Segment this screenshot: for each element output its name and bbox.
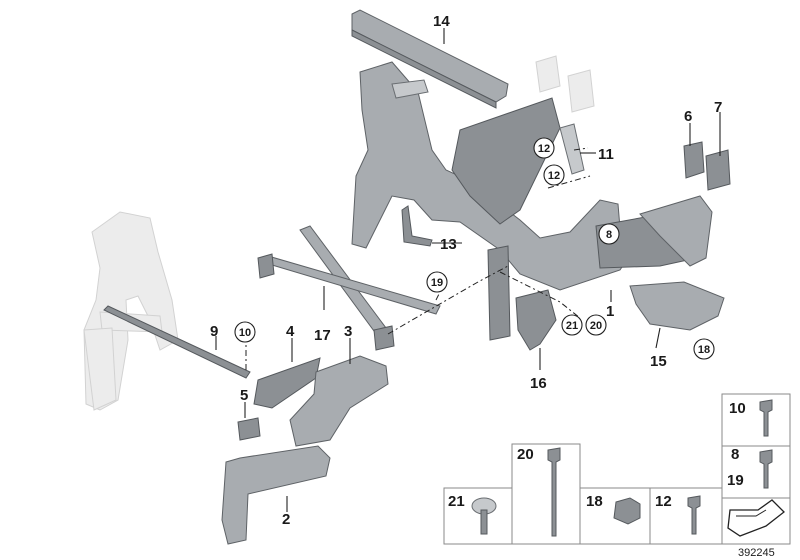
svg-text:21: 21 <box>448 493 465 510</box>
callout-4: 4 <box>286 323 295 340</box>
svg-text:20: 20 <box>517 446 534 463</box>
svg-text:8: 8 <box>606 229 612 241</box>
legend-21: 21 <box>448 493 497 535</box>
alignment-lines <box>245 147 591 370</box>
parts-6-7-plates <box>683 141 731 191</box>
fastener-legend: 10 8 19 20 21 18 12 <box>443 393 791 545</box>
callout-9: 9 <box>210 323 218 340</box>
svg-text:12: 12 <box>655 493 672 510</box>
callout-circle-19: 19 <box>426 271 448 293</box>
part-16-bracket <box>515 289 557 351</box>
svg-text:12: 12 <box>548 170 560 182</box>
part-3-bracket <box>289 355 389 447</box>
part-1-front-frame <box>351 61 713 341</box>
part-15-shield <box>629 281 725 331</box>
svg-text:18: 18 <box>586 493 603 510</box>
svg-text:21: 21 <box>566 320 578 332</box>
callout-3: 3 <box>344 323 352 340</box>
document-number: 392245 <box>738 547 775 559</box>
callout-14: 14 <box>433 13 450 30</box>
callout-circle-12b: 12 <box>543 164 565 186</box>
small-bracket-pieces <box>535 55 595 113</box>
part-13-clip <box>401 205 433 247</box>
svg-text:20: 20 <box>590 320 602 332</box>
legend-12: 12 <box>655 493 701 535</box>
callout-1: 1 <box>606 303 614 320</box>
svg-text:8: 8 <box>731 446 739 463</box>
part-9-strut <box>103 305 251 379</box>
callout-circle-12a: 12 <box>533 137 555 159</box>
svg-text:19: 19 <box>727 472 744 489</box>
svg-text:10: 10 <box>239 327 251 339</box>
svg-text:12: 12 <box>538 143 550 155</box>
callout-2: 2 <box>282 511 290 528</box>
callout-circle-8: 8 <box>598 223 620 245</box>
callout-11: 11 <box>598 146 614 163</box>
legend-20: 20 <box>517 446 561 537</box>
svg-text:10: 10 <box>729 400 746 417</box>
legend-10: 10 <box>729 399 773 437</box>
part-5-block <box>237 417 261 441</box>
ghost-front-structure <box>83 211 179 411</box>
part-4-plate <box>253 357 321 409</box>
callout-6: 6 <box>684 108 692 125</box>
callout-numbers: 14 6 7 11 13 17 9 4 3 5 2 1 16 15 <box>210 13 722 528</box>
callout-5: 5 <box>240 387 248 404</box>
leader-lines <box>215 28 721 512</box>
callout-7: 7 <box>714 99 722 116</box>
callout-circle-18: 18 <box>693 338 715 360</box>
part-11-pin <box>559 123 585 175</box>
callout-circle-20: 20 <box>585 314 607 336</box>
legend-arrow <box>727 499 785 537</box>
svg-text:18: 18 <box>698 344 710 356</box>
callout-15: 15 <box>650 353 667 370</box>
part-17-cross-brace <box>257 225 441 351</box>
svg-text:19: 19 <box>431 277 443 289</box>
legend-8-19: 8 19 <box>727 446 773 489</box>
callout-circle-21: 21 <box>561 314 583 336</box>
callout-circle-10: 10 <box>234 321 256 343</box>
callout-13: 13 <box>440 236 457 253</box>
part-14-upper-bar <box>351 9 509 109</box>
callout-16: 16 <box>530 375 547 392</box>
legend-18: 18 <box>586 493 641 525</box>
callout-17: 17 <box>314 327 331 344</box>
circled-callouts: 12 12 8 19 10 21 20 18 <box>234 137 715 360</box>
part-2-side-member <box>221 445 331 545</box>
